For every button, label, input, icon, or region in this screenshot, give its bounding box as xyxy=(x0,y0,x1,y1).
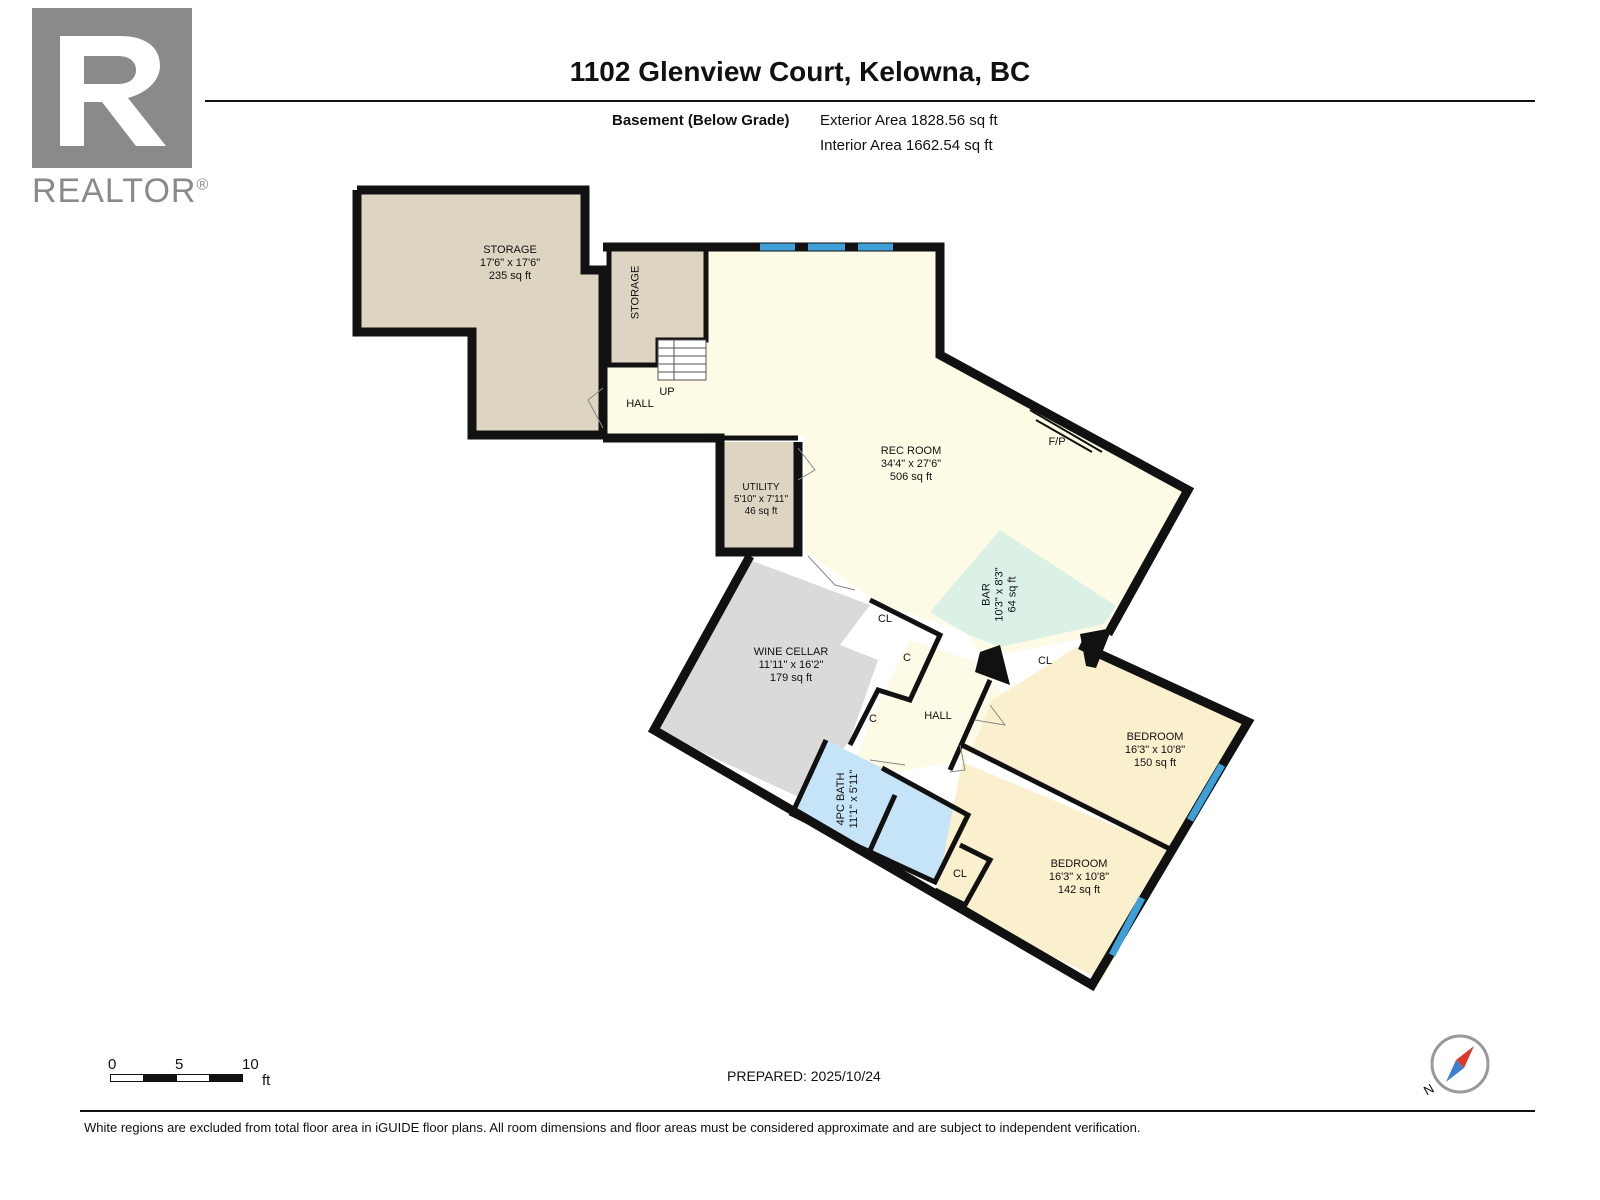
window-bedroom-1 xyxy=(1186,763,1226,822)
room-label-utility: UTILITY 5'10" x 7'11" 46 sq ft xyxy=(733,482,789,517)
wall-pillar-2 xyxy=(1080,628,1112,668)
room-storage-main xyxy=(357,190,603,435)
room-bar xyxy=(930,530,1116,647)
wall-bed-divider xyxy=(960,742,1174,853)
scale-tick-10: 10 xyxy=(242,1056,259,1073)
door-bed2-icon xyxy=(949,744,966,773)
header-divider xyxy=(205,100,1535,102)
door-hall-icon xyxy=(974,704,1007,726)
scale-tick-5: 5 xyxy=(175,1056,184,1073)
stairs-up-label: UP xyxy=(659,386,675,398)
room-bath xyxy=(792,740,968,882)
room-label-closet-c1: C xyxy=(903,652,911,664)
room-storage-small xyxy=(609,247,706,365)
door-storage-icon xyxy=(587,387,604,429)
compass-icon xyxy=(1430,1034,1490,1094)
footer-divider xyxy=(80,1110,1535,1112)
room-label-bar: BAR 10'3" x 8'3" 64 sq ft xyxy=(980,567,1019,622)
scale-bar-graphic xyxy=(110,1074,243,1082)
room-label-closet-c2: C xyxy=(869,713,877,725)
room-label-wine-cellar: WINE CELLAR 11'11" x 16'2" 179 sq ft xyxy=(753,646,829,684)
scale-unit: ft xyxy=(262,1072,271,1089)
door-utility-icon xyxy=(797,447,816,481)
room-label-storage: STORAGE 17'6" x 17'6" 235 sq ft xyxy=(479,244,541,282)
room-label-closet-bed1: CL xyxy=(1037,655,1053,667)
room-wine-cellar xyxy=(654,560,878,800)
door-wine-icon xyxy=(807,555,856,591)
disclaimer: White regions are excluded from total fl… xyxy=(84,1120,1141,1135)
room-label-rec-room: REC ROOM 34'4" x 27'6" 506 sq ft xyxy=(880,445,942,483)
room-hall-lower xyxy=(855,640,1005,775)
room-label-closet-cl: CL xyxy=(877,613,893,625)
door-bath-icon xyxy=(869,759,906,766)
room-label-hall-upper: HALL xyxy=(626,398,654,410)
wall-bath xyxy=(788,738,972,886)
realtor-r-icon xyxy=(32,8,192,168)
wall-storage-small xyxy=(606,247,658,368)
wall-bath-divider xyxy=(865,793,898,857)
wall-closets xyxy=(847,597,944,747)
interior-area: Interior Area 1662.54 sq ft xyxy=(820,137,993,154)
wall-pillar xyxy=(975,645,1010,685)
room-bedroom-1 xyxy=(973,645,1248,850)
scale-tick-0: 0 xyxy=(108,1056,117,1073)
stairs xyxy=(657,339,707,381)
exterior-area: Exterior Area 1828.56 sq ft xyxy=(820,112,998,129)
wall-hall-east xyxy=(947,678,993,772)
wall-utility xyxy=(603,433,803,557)
room-label-storage-small: STORAGE xyxy=(629,265,642,320)
room-rec-room xyxy=(603,247,1188,658)
room-label-closet-bed2: CL xyxy=(952,868,968,880)
realtor-wordmark: REALTOR® xyxy=(32,172,210,210)
room-label-bath: 4PC BATH 11'1" x 5'11" xyxy=(835,769,860,829)
compass: N xyxy=(1421,1032,1492,1102)
prepared-date: PREPARED: 2025/10/24 xyxy=(727,1068,881,1084)
room-label-bedroom-1: BEDROOM 16'3" x 10'8" 150 sq ft xyxy=(1124,731,1186,769)
page-title: 1102 Glenview Court, Kelowna, BC xyxy=(569,56,1031,87)
room-label-bedroom-2: BEDROOM 16'3" x 10'8" 142 sq ft xyxy=(1048,858,1110,896)
room-label-hall-lower: HALL xyxy=(924,710,952,722)
level-label: Basement (Below Grade) xyxy=(612,112,790,129)
fireplace-icon xyxy=(1029,409,1103,453)
wall-west-lower xyxy=(647,553,1255,992)
fireplace-label: F/P xyxy=(1048,436,1066,448)
wall-cl-bed2 xyxy=(933,842,994,909)
room-utility xyxy=(720,442,798,550)
window-bedroom-2 xyxy=(1108,896,1146,957)
